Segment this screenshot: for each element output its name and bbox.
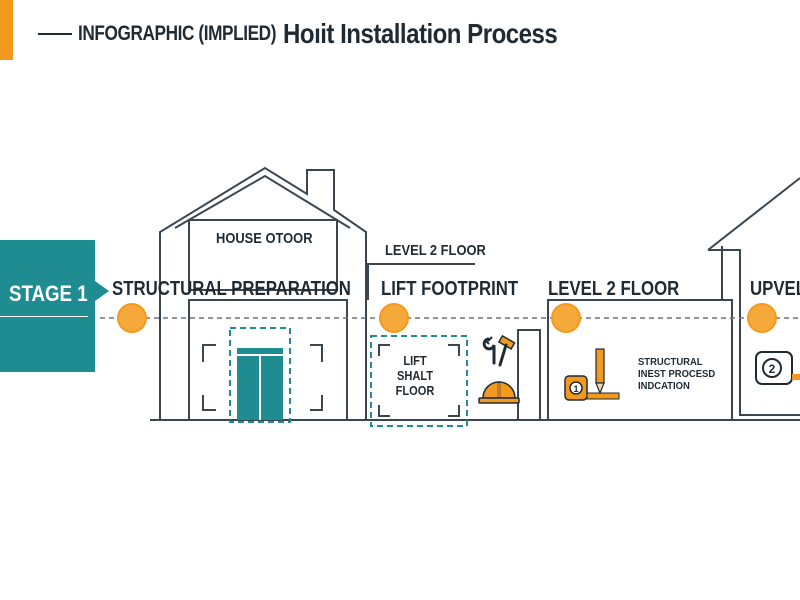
house-1-roof-inner — [174, 174, 351, 229]
marker-1: 1 — [573, 384, 578, 394]
note-line-3: INDCATION — [638, 380, 690, 392]
page-header: INFOGRAPHIC (IMPLIED) Hoıit Installation… — [38, 18, 602, 50]
shaft-label-line-3: FLOOR — [395, 383, 435, 398]
stage-label: STAGE 1 — [9, 281, 88, 306]
house-1-outline — [159, 166, 367, 421]
structural-note: STRUCTURAL INEST PROCESD INDCATION — [638, 356, 715, 392]
shaft-label-line-1: LIFT — [403, 353, 427, 368]
shaft-label: LIFT SHALT FLOOR — [394, 353, 437, 398]
shaft-brackets — [378, 344, 460, 417]
shaft-label-line-2: SHALT — [396, 368, 434, 383]
marker-2: 2 — [769, 362, 776, 376]
shaft-level-frame — [367, 263, 475, 300]
title-prefix: INFOGRAPHIC (IMPLIED) — [78, 22, 277, 45]
step-title-structural: STRUCTURAL PREPARATION — [112, 278, 351, 300]
tape-measure-icon: 1 — [564, 375, 620, 401]
house-sublabel: HOUSE OTOOR — [216, 230, 313, 247]
step-title-level-2: LEVEL 2 FLOOR — [548, 278, 680, 300]
timeline-markers — [117, 303, 777, 333]
house-1-upper-room — [188, 219, 338, 291]
title-dash — [38, 33, 72, 35]
hammer-icon — [497, 335, 516, 367]
pencil-icon — [595, 348, 605, 395]
door-frame-dashed — [229, 327, 291, 423]
house-1-brackets — [202, 344, 323, 411]
lift-shaft-box — [370, 335, 468, 427]
hard-hat-icon — [478, 381, 520, 404]
step-title-lift-footprint: LIFT FOOTPRINT — [381, 278, 519, 300]
note-line-2: INEST PROCESD — [638, 368, 716, 380]
step-title-upvel: UPVEL 2 — [750, 278, 800, 300]
note-line-1: STRUCTURAL — [638, 356, 703, 368]
stage-tab — [0, 240, 109, 372]
accent-bar — [0, 0, 13, 60]
level-sublabel: LEVEL 2 FLOOR — [385, 242, 486, 259]
tape-measure-icon-2: 2 — [755, 351, 800, 385]
stage-underline — [0, 316, 88, 317]
house-2-outline — [707, 177, 800, 416]
page-title: Hoıit Installation Process — [283, 18, 558, 49]
level-2-wall — [517, 329, 541, 420]
wrench-icon — [482, 336, 496, 365]
